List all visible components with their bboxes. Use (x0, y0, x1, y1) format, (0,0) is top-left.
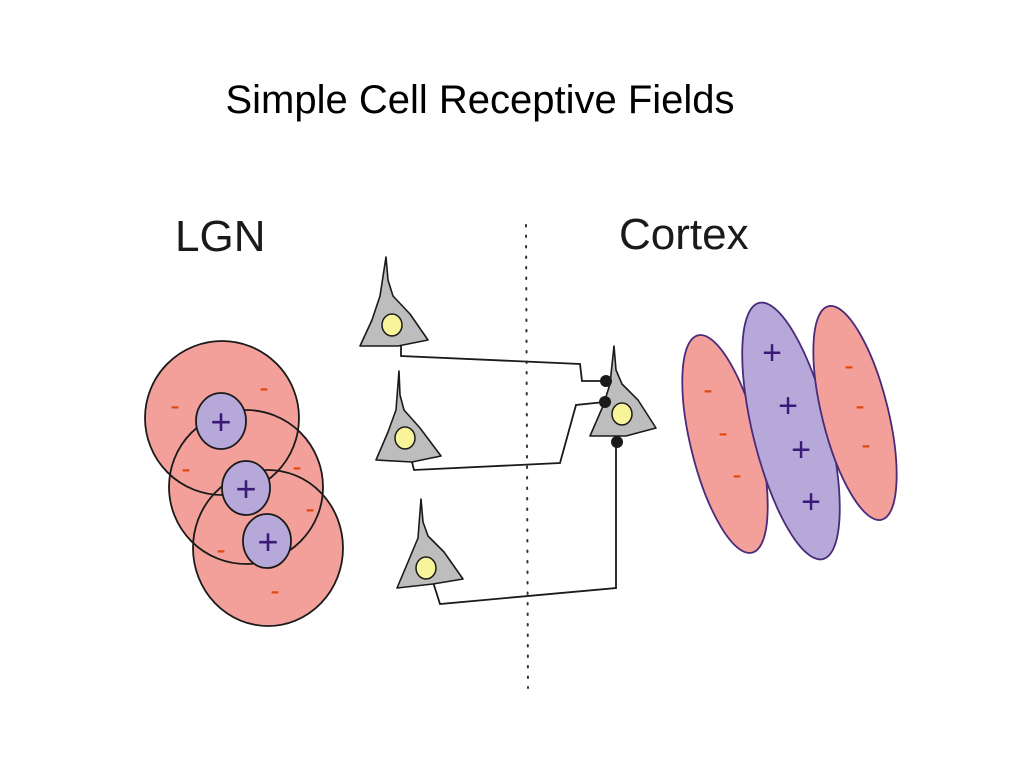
lgn-on-sign: + (210, 401, 231, 442)
synapse-dot (599, 396, 611, 408)
lgn-surround-2-outline (168, 409, 324, 565)
lgn-center-2 (221, 460, 271, 516)
axon-1 (400, 346, 606, 382)
axon-2 (411, 401, 606, 471)
lgn-surround-3-outline (192, 469, 344, 627)
lgn-label: LGN (175, 212, 266, 261)
cortex-on-sign: + (801, 483, 821, 521)
lgn-receptive-fields: + + + - - - - - - - (144, 340, 344, 627)
cortex-off-lobe-right (812, 305, 898, 521)
lgn-on-sign: + (257, 521, 278, 562)
lgn-center-1 (195, 392, 247, 450)
lgn-neuron-2 (375, 370, 442, 463)
nucleus (381, 313, 403, 337)
nucleus (415, 556, 437, 580)
lgn-center-3 (242, 513, 292, 569)
cortex-off-sign: - (861, 429, 870, 460)
lgn-off-sign: - (292, 451, 301, 482)
cortex-off-sign: - (844, 350, 853, 381)
cortex-off-sign: - (732, 459, 741, 490)
lgn-off-sign: - (216, 534, 225, 565)
lgn-off-sign: - (170, 390, 179, 421)
cortex-on-sign: + (791, 431, 811, 469)
lgn-off-sign: - (305, 493, 314, 524)
cortex-label: Cortex (619, 210, 749, 259)
cortex-on-sign: + (762, 334, 782, 372)
cortex-off-sign: - (703, 374, 712, 405)
nucleus (611, 402, 633, 426)
cortex-receptive-field: + + + + - - - - - - (681, 301, 898, 561)
lgn-on-sign: + (235, 468, 256, 509)
axon-3 (432, 442, 617, 605)
axon-connections (400, 346, 617, 605)
synapses (599, 375, 623, 448)
lgn-cortex-divider (525, 224, 529, 689)
lgn-off-sign: - (181, 453, 190, 484)
nucleus (394, 426, 416, 450)
lgn-neuron-1 (359, 256, 429, 347)
lgn-neuron-3 (396, 498, 464, 589)
cortical-neuron (589, 345, 657, 437)
cortex-on-sign: + (778, 387, 798, 425)
cortex-off-sign: - (855, 390, 864, 421)
slide-title: Simple Cell Receptive Fields (225, 78, 735, 122)
synapse-dot (600, 375, 612, 387)
cortex-off-sign: - (718, 417, 727, 448)
lgn-off-sign: - (259, 372, 268, 403)
synapse-dot (611, 436, 623, 448)
lgn-off-sign: - (270, 575, 279, 606)
